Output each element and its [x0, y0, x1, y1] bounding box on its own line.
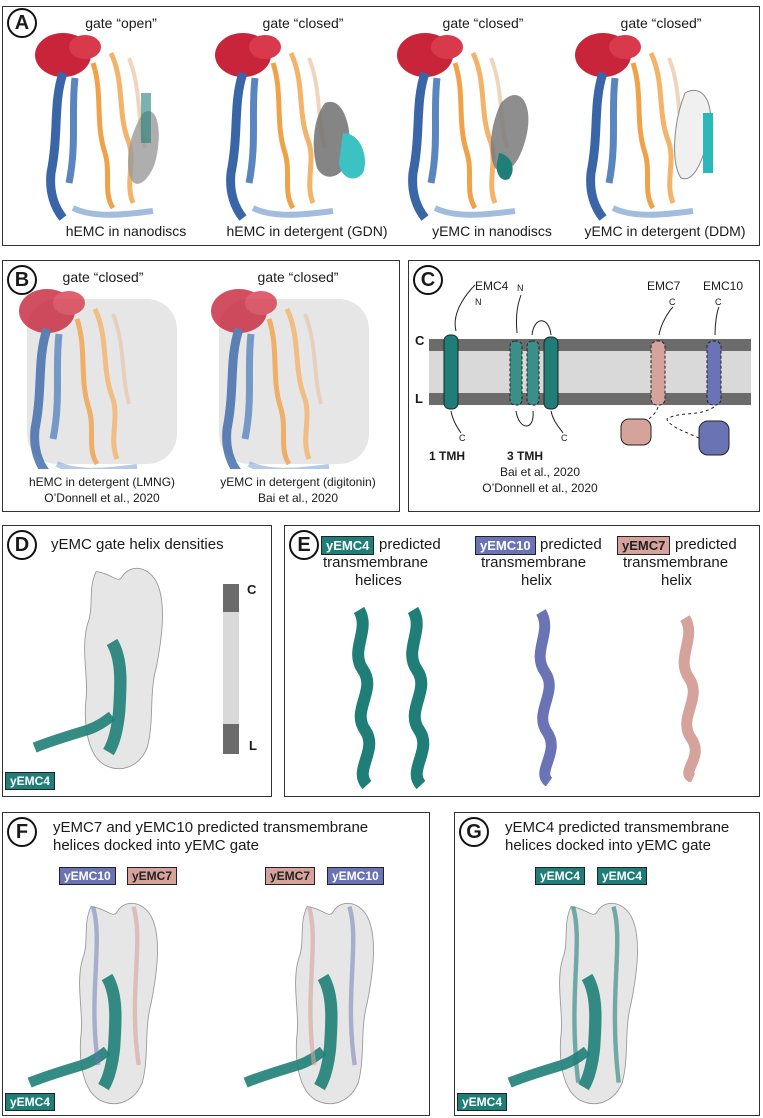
panel-g-title-1: yEMC4 predicted transmembrane	[505, 819, 730, 836]
panel-a-title-2: gate “closed”	[262, 15, 344, 31]
emc7-c-terminus: C	[669, 297, 676, 307]
yemc4-tag: yEMC4	[5, 772, 56, 790]
panel-d-side-l: L	[249, 738, 257, 753]
yemc4-tag: yEMC4	[535, 867, 586, 885]
panel-a-title-4: gate “closed”	[620, 15, 702, 31]
yemc10-tag: yEMC10	[475, 536, 536, 555]
panel-a-caption-4: yEMC in detergent (DDM)	[584, 223, 746, 239]
panel-d-title: yEMC gate helix densities	[51, 536, 224, 553]
panel-a-caption-3: yEMC in nanodiscs	[432, 223, 552, 239]
panel-letter-a: A	[7, 8, 37, 38]
emc4-n-terminus-1: N	[475, 297, 482, 307]
yemc4-tag: yEMC4	[5, 1093, 56, 1111]
structure-image-yemc-ddm	[573, 33, 713, 223]
panel-letter-e: E	[289, 530, 319, 560]
yemc4-desc-2: transmembrane	[323, 554, 429, 571]
gate-helix-density-map	[5, 554, 205, 774]
panel-a-title-1: gate “open”	[85, 15, 157, 31]
yemc4-tag: yEMC4	[457, 1093, 508, 1111]
membrane-side-l: L	[415, 391, 423, 406]
panel-b-title-2: gate “closed”	[257, 269, 339, 285]
panel-g: G yEMC4 predicted transmembrane helices …	[454, 812, 760, 1116]
panel-letter-f: F	[7, 817, 37, 847]
panel-b-caption-2a: yEMC in detergent (digitonin)	[220, 475, 376, 489]
structure-image-yemc-digitonin	[209, 289, 369, 469]
panel-g-title-2: helices docked into yEMC gate	[505, 837, 711, 854]
membrane-side-c: C	[415, 333, 425, 348]
tmh1-label: 1 TMH	[429, 449, 465, 463]
panel-d-side-c: C	[247, 582, 257, 597]
emc7-label: EMC7	[647, 279, 681, 293]
structure-image-hemc-nanodiscs	[33, 33, 159, 223]
panel-a-caption-1: hEMC in nanodiscs	[65, 223, 187, 239]
yemc7-tag: yEMC7	[617, 536, 671, 555]
panel-letter-d: D	[7, 530, 37, 560]
panel-a-title-3: gate “closed”	[442, 15, 524, 31]
yemc7-helix-model	[678, 615, 701, 782]
panel-b-title-1: gate “closed”	[62, 269, 144, 285]
emc10-c-terminus: C	[715, 297, 722, 307]
panel-c: C EMC4 N N EMC7 C EMC10 C C L C C 1 TMH …	[408, 260, 760, 512]
yemc10-tag: yEMC10	[327, 867, 384, 885]
panel-f-title-1: yEMC7 and yEMC10 predicted transmembrane	[53, 819, 369, 836]
panel-a-caption-2: hEMC in detergent (GDN)	[226, 223, 388, 239]
yemc4-desc-1: predicted	[379, 536, 441, 553]
panel-letter-b: B	[7, 265, 37, 295]
panel-a: A gate “open” gate “closed” gate “closed…	[2, 6, 760, 246]
yemc4-tag: yEMC4	[597, 867, 648, 885]
panel-letter-c: C	[413, 265, 443, 295]
emc4-c-terminus-1: C	[459, 433, 466, 443]
yemc4-tag: yEMC4	[321, 536, 375, 555]
membrane-topology-diagram	[429, 284, 751, 456]
tmh3-label: 3 TMH	[507, 449, 543, 463]
yemc7-desc-3: helix	[661, 572, 692, 589]
docked-density-left	[5, 889, 195, 1109]
yemc10-desc-3: helix	[521, 572, 552, 589]
emc4-c-terminus-2: C	[561, 433, 568, 443]
panel-letter-g: G	[459, 817, 489, 847]
panel-b-caption-2b: Bai et al., 2020	[257, 491, 339, 505]
docked-density-right	[221, 889, 411, 1109]
yemc7-desc-2: transmembrane	[623, 554, 729, 571]
membrane-scale-bar	[223, 584, 239, 754]
panel-c-ref-1: Bai et al., 2020	[499, 465, 581, 479]
emc4-label: EMC4	[475, 279, 509, 293]
emc10-label: EMC10	[703, 279, 744, 293]
panel-f: F yEMC7 and yEMC10 predicted transmembra…	[2, 812, 430, 1116]
yemc10-tag: yEMC10	[59, 867, 116, 885]
yemc10-desc-1: predicted	[540, 536, 602, 553]
panel-e: E yEMC4 predicted transmembrane helices …	[284, 525, 760, 797]
panel-f-title-2: helices docked into yEMC gate	[53, 837, 259, 854]
yemc7-desc-1: predicted	[675, 536, 737, 553]
yemc10-desc-2: transmembrane	[481, 554, 587, 571]
emc4-n-terminus-2: N	[517, 283, 524, 293]
panel-b-caption-1b: O’Donnell et al., 2020	[44, 491, 160, 505]
yemc7-tag: yEMC7	[127, 867, 178, 885]
yemc4-helices-model	[352, 606, 430, 790]
panel-d: D yEMC gate helix densities C L yEMC4	[2, 525, 272, 797]
yemc7-tag: yEMC7	[265, 867, 316, 885]
structure-image-hemc-lmng	[17, 289, 177, 469]
panel-b-caption-1a: hEMC in detergent (LMNG)	[28, 475, 176, 489]
panel-b: B gate “closed” gate “closed” hEMC in de…	[2, 260, 400, 512]
structure-image-yemc-nanodiscs	[395, 33, 529, 223]
yemc4-desc-3: helices	[355, 572, 402, 589]
panel-c-ref-2: O’Donnell et al., 2020	[482, 481, 598, 495]
yemc10-helix-model	[534, 609, 557, 786]
structure-image-hemc-gdn	[213, 33, 365, 223]
docked-density-yemc4	[485, 889, 675, 1109]
